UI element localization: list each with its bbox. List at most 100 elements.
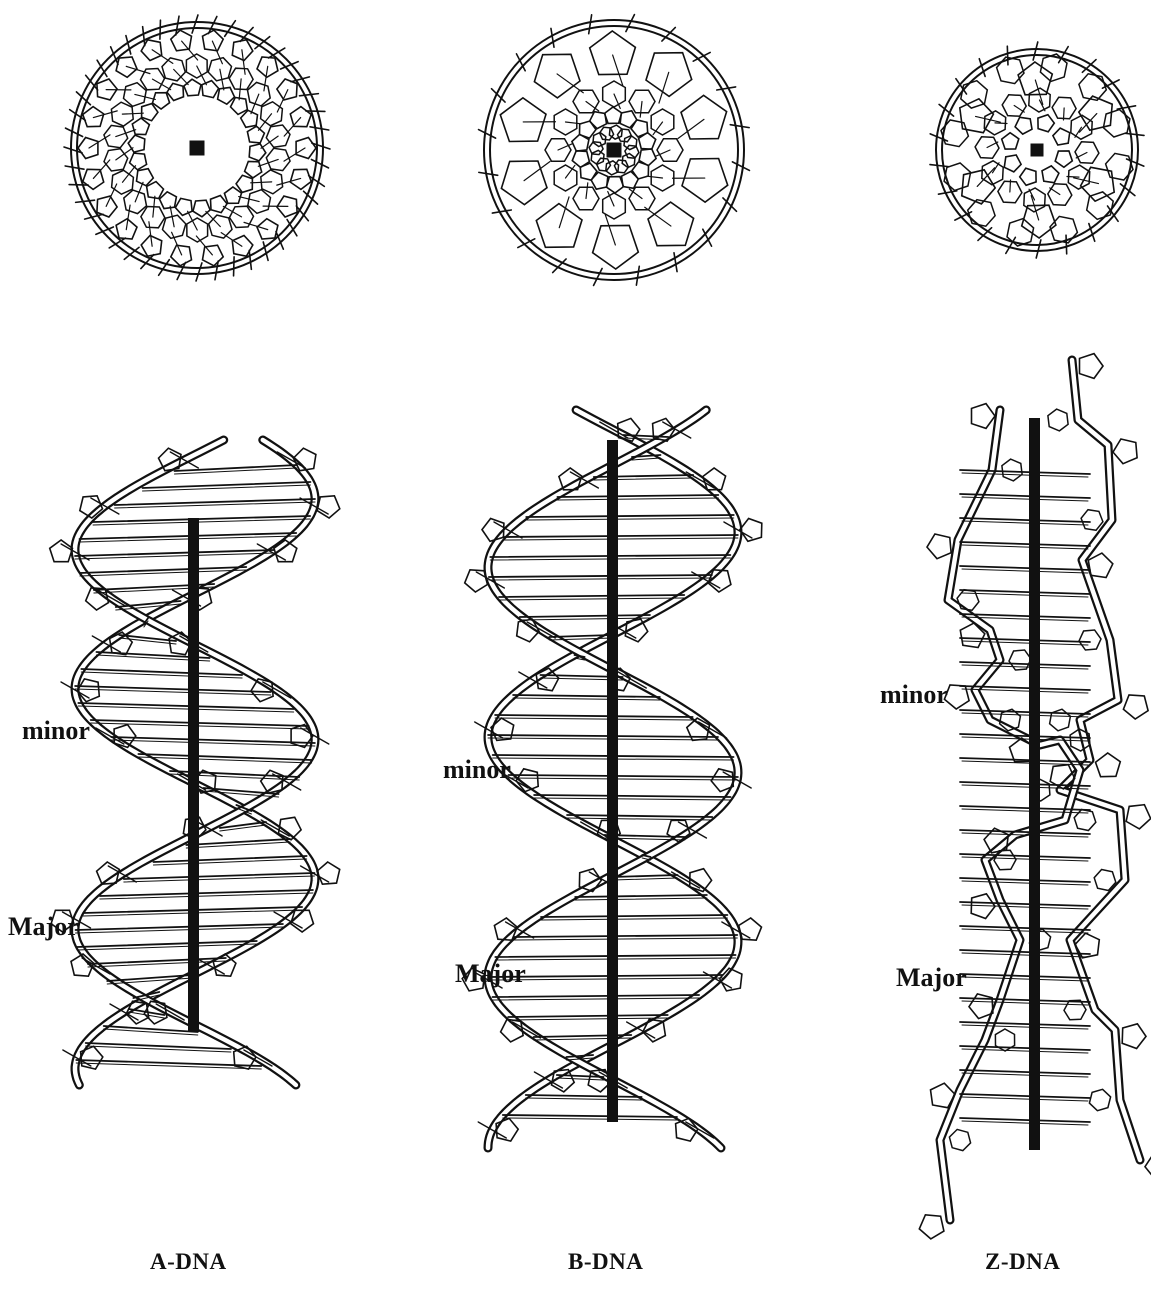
base-bond bbox=[126, 205, 130, 229]
sugar-ring bbox=[682, 159, 728, 203]
base-bond bbox=[135, 182, 143, 202]
sugar-ring bbox=[97, 196, 117, 217]
sugar-ring bbox=[224, 187, 241, 203]
b-dna-title: B-DNA bbox=[568, 1250, 643, 1273]
base-bond bbox=[1074, 178, 1099, 184]
base-bond bbox=[987, 142, 998, 147]
base-bond bbox=[559, 197, 569, 228]
base-bond bbox=[1014, 106, 1024, 113]
sugar-ring bbox=[245, 161, 262, 178]
base-pair-shadow bbox=[541, 918, 727, 920]
sugar-ring bbox=[927, 534, 951, 559]
sugar-ring bbox=[1042, 166, 1059, 183]
base-pair bbox=[503, 1115, 677, 1117]
sugar-ring bbox=[81, 1046, 103, 1069]
base-ring bbox=[1002, 459, 1022, 481]
sugar-ring bbox=[160, 192, 177, 209]
phosphate-tick bbox=[76, 200, 95, 202]
base-pair bbox=[75, 550, 274, 556]
sugar-ring bbox=[590, 31, 636, 75]
base-pair bbox=[142, 482, 310, 488]
base-pair bbox=[76, 924, 283, 930]
base-bond bbox=[152, 50, 173, 64]
base-pair bbox=[153, 856, 306, 862]
a-dna-major-groove-label: Major bbox=[8, 914, 79, 940]
a-dna-top-view bbox=[64, 15, 330, 281]
base-pair bbox=[503, 535, 738, 537]
sugar-ring bbox=[501, 161, 547, 205]
sugar-ring bbox=[83, 169, 104, 189]
base-pair bbox=[567, 815, 712, 817]
sugar-ring bbox=[175, 198, 192, 215]
base-pair bbox=[111, 737, 315, 743]
base-bond bbox=[1050, 188, 1060, 195]
phosphate-tick bbox=[249, 250, 251, 269]
sugar-ring bbox=[1053, 128, 1070, 145]
base-bond bbox=[221, 233, 242, 247]
sugar-ring bbox=[534, 54, 580, 98]
base-bond bbox=[242, 50, 245, 75]
sugar-ring bbox=[290, 107, 311, 127]
base-bond bbox=[1031, 196, 1038, 220]
z-dna-major-groove-label: Major bbox=[896, 965, 967, 991]
base-pair bbox=[80, 567, 246, 573]
base-bond bbox=[149, 222, 152, 247]
sugar-ring bbox=[257, 219, 278, 239]
base-bond bbox=[678, 119, 704, 138]
sugar-ring bbox=[290, 169, 311, 189]
phosphate-bond bbox=[263, 682, 291, 698]
base-pair bbox=[513, 695, 660, 697]
base-bond bbox=[126, 66, 150, 73]
base-pair bbox=[91, 720, 309, 726]
phosphate-tick bbox=[69, 185, 88, 186]
sugar-ring bbox=[317, 862, 340, 884]
sugar-ring bbox=[277, 79, 297, 100]
sugar-ring bbox=[1004, 155, 1021, 172]
sugar-ring bbox=[1002, 133, 1019, 149]
helix-axis-bar bbox=[607, 440, 618, 1122]
base-bond bbox=[223, 206, 241, 217]
base-bond bbox=[1075, 127, 1082, 137]
sugar-ring bbox=[496, 1118, 518, 1141]
base-bond bbox=[152, 79, 170, 90]
base-bond bbox=[1010, 180, 1011, 192]
sugar-ring bbox=[1015, 117, 1032, 134]
base-pair bbox=[93, 516, 310, 522]
sugar-ring bbox=[116, 57, 137, 77]
base-pair bbox=[495, 715, 693, 717]
base-pair bbox=[534, 795, 730, 797]
z-dna-side-view bbox=[919, 354, 1151, 1239]
base-bond bbox=[1063, 108, 1064, 120]
base-bond bbox=[1035, 80, 1042, 104]
sugar-ring bbox=[137, 169, 154, 186]
base-pair-shadow bbox=[493, 998, 700, 1000]
base-bond bbox=[188, 211, 198, 230]
base-pair bbox=[174, 465, 296, 471]
sugar-ring bbox=[130, 153, 147, 170]
base-ring bbox=[1064, 1000, 1086, 1019]
base-pair bbox=[115, 499, 315, 505]
base-pair bbox=[557, 495, 718, 497]
base-pair bbox=[77, 941, 257, 947]
base-pair-shadow bbox=[575, 898, 707, 900]
sugar-ring bbox=[202, 81, 219, 98]
base-ring bbox=[1089, 1089, 1110, 1110]
base-pair-shadow bbox=[613, 878, 678, 880]
sugar-ring bbox=[646, 53, 692, 97]
base-pair bbox=[520, 615, 650, 617]
phosphate-tick bbox=[306, 111, 325, 112]
phosphate-tick bbox=[299, 94, 318, 96]
base-bond bbox=[264, 66, 268, 90]
base-pair-shadow bbox=[520, 618, 650, 620]
phosphate-tick bbox=[1007, 46, 1008, 65]
base-pair bbox=[81, 669, 242, 675]
base-pair bbox=[104, 1026, 198, 1032]
sugar-ring bbox=[203, 30, 224, 51]
base-ring bbox=[994, 850, 1016, 869]
base-pair bbox=[509, 775, 738, 777]
phosphate-bond bbox=[244, 1050, 272, 1066]
z-dna-minor-groove-label: minor bbox=[880, 682, 948, 708]
base-bond bbox=[993, 163, 1000, 173]
base-bond bbox=[586, 183, 588, 199]
